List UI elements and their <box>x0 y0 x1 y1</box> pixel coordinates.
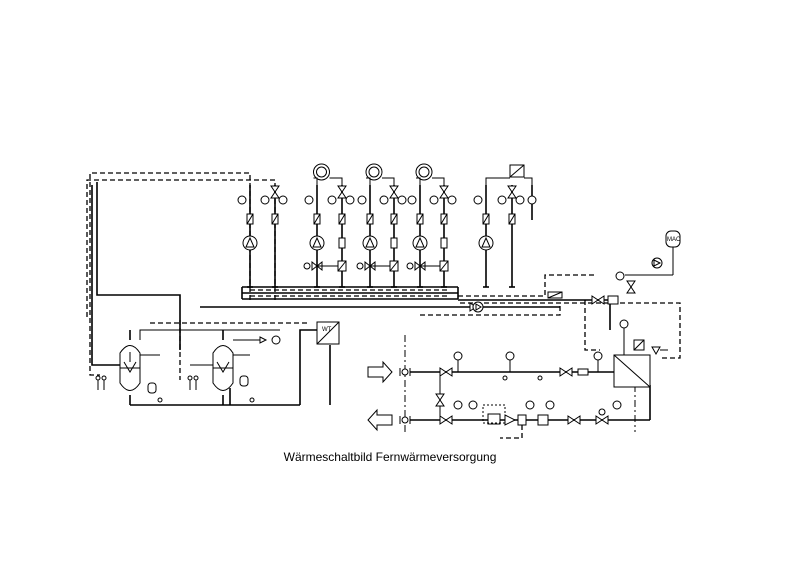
supply-line-fittings <box>435 351 603 420</box>
storage-tanks <box>100 329 281 405</box>
heating-circuit-1 <box>237 185 288 288</box>
supply-inlet-arrow <box>367 360 393 384</box>
controller-label: MAC <box>667 237 681 243</box>
heating-circuit-4 <box>406 163 457 288</box>
diagram-caption: Wärmeschaltbild Fernwärmeversorgung <box>283 450 497 464</box>
return-outlet-arrow <box>367 408 393 432</box>
tank-fittings <box>95 352 255 403</box>
return-line-fittings <box>439 400 622 439</box>
manifold-outlet-fittings <box>469 291 619 313</box>
heating-circuit-3 <box>356 163 407 288</box>
heat-exchanger-label: WT <box>322 327 332 333</box>
storage-tank-right <box>190 330 250 405</box>
heating-circuits <box>237 163 537 288</box>
district-heat-exchanger <box>613 319 668 388</box>
pressure-maintenance: MAC <box>615 230 681 294</box>
storage-tank-left <box>100 330 160 405</box>
expansion-vessel-left <box>147 382 157 394</box>
heating-circuit-2 <box>303 163 355 288</box>
heating-circuit-5 <box>473 164 537 288</box>
district-heating-connections <box>367 360 411 432</box>
pump-tank-loop <box>259 335 281 345</box>
secondary-heat-exchanger: WT <box>316 321 340 345</box>
expansion-vessel-right <box>239 375 249 387</box>
